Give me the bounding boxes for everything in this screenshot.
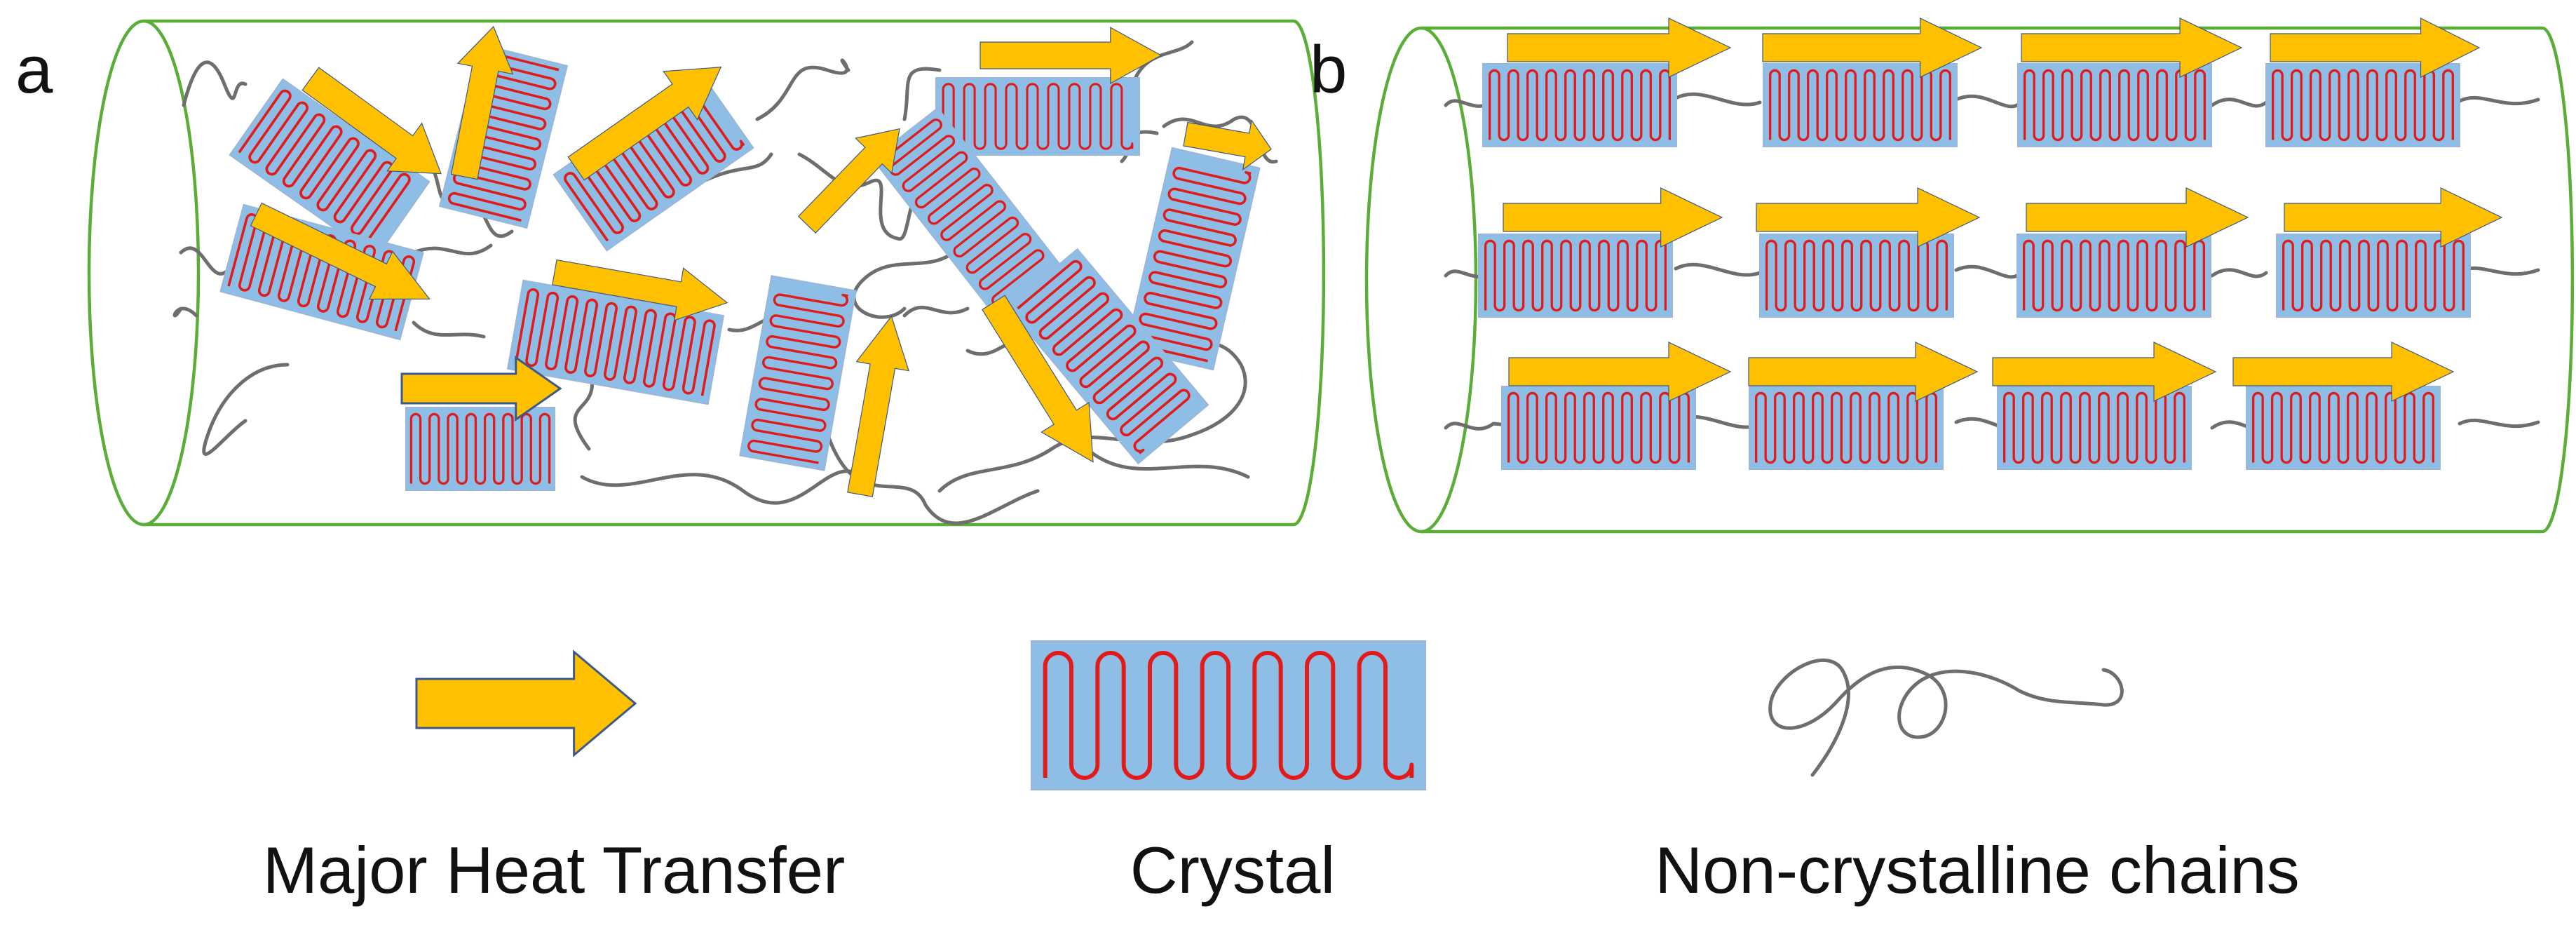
heat-arrow-a-11 bbox=[400, 356, 562, 422]
legend-heat-transfer-label: Major Heat Transfer bbox=[262, 833, 846, 907]
chain-a-12 bbox=[699, 152, 773, 184]
heat-arrow-a-9 bbox=[847, 315, 909, 497]
chain-a-9 bbox=[580, 469, 865, 505]
heat-arrow-b-r3-c3 bbox=[1992, 342, 2217, 402]
legend-crystal-icon bbox=[1031, 640, 1426, 790]
chain-a-22 bbox=[1134, 40, 1194, 79]
crystal-b-r1-c2 bbox=[1763, 63, 1958, 147]
heat-arrow-a-7 bbox=[797, 128, 900, 234]
heat-arrow-a-5 bbox=[250, 202, 431, 300]
heat-arrow-b-r3-c1 bbox=[1508, 342, 1732, 402]
chain-a-7 bbox=[202, 363, 290, 456]
crystal-b-r2-c1 bbox=[1478, 234, 1673, 318]
chain-a-2 bbox=[179, 246, 233, 276]
chain-a-16 bbox=[902, 67, 942, 121]
chain-a-21 bbox=[937, 328, 1247, 493]
heat-arrow-b-r1-c4 bbox=[2270, 18, 2481, 78]
chain-a-13 bbox=[755, 58, 850, 121]
chain-a-6 bbox=[412, 321, 486, 339]
crystal-a-11 bbox=[405, 407, 555, 491]
crystal-b-r3-c4 bbox=[2246, 386, 2441, 470]
crystal-b-r2-c4 bbox=[2276, 234, 2471, 318]
heat-arrow-a-1 bbox=[301, 67, 442, 175]
chain-a-5 bbox=[412, 243, 493, 256]
crystal-a-4 bbox=[935, 77, 1140, 156]
heat-arrow-b-r1-c3 bbox=[2021, 18, 2243, 78]
crystal-a-9 bbox=[739, 275, 857, 471]
legend-crystal-label: Crystal bbox=[1130, 833, 1336, 907]
heat-arrow-a-8 bbox=[1183, 119, 1272, 171]
crystal-a-8 bbox=[1125, 147, 1261, 371]
chain-a-3 bbox=[172, 306, 198, 318]
crystal-b-r1-c4 bbox=[2265, 63, 2460, 147]
chain-b-row-2 bbox=[1444, 262, 2540, 279]
heat-arrow-a-6 bbox=[552, 259, 728, 321]
chain-a-18 bbox=[902, 306, 970, 318]
heat-arrow-b-r3-c2 bbox=[1748, 342, 1979, 402]
heat-arrow-b-r1-c2 bbox=[1762, 18, 1983, 78]
crystal-b-r3-c3 bbox=[1997, 386, 2192, 470]
crystal-b-r1-c3 bbox=[2017, 63, 2212, 147]
chain-b-row-1 bbox=[1444, 92, 2540, 109]
heat-arrow-b-r2-c4 bbox=[2284, 187, 2503, 248]
heat-arrow-a-2 bbox=[450, 25, 514, 180]
chain-a-1 bbox=[182, 60, 248, 107]
heat-arrow-a-3 bbox=[567, 67, 722, 181]
crystal-b-r2-c3 bbox=[2016, 234, 2211, 318]
legend-heat-arrow-icon bbox=[415, 649, 637, 757]
heat-arrow-b-r2-c2 bbox=[1756, 187, 1981, 248]
legend-chain-icon bbox=[1768, 658, 2124, 777]
cylinder-b bbox=[1364, 26, 2575, 534]
heat-arrow-b-r2-c1 bbox=[1503, 187, 1723, 248]
chain-b-row-3 bbox=[1444, 414, 2540, 431]
chain-a-24 bbox=[1085, 447, 1250, 479]
heat-arrow-b-r3-c4 bbox=[2232, 342, 2455, 402]
cylinder-a bbox=[87, 19, 1326, 527]
heat-arrow-a-10 bbox=[982, 295, 1094, 463]
panel-label-a: a bbox=[15, 32, 53, 107]
heat-arrow-b-r2-c3 bbox=[2026, 187, 2249, 248]
crystal-a-1 bbox=[229, 78, 431, 259]
crystal-a-10 bbox=[1006, 248, 1209, 465]
crystal-b-r2-c2 bbox=[1759, 234, 1954, 318]
crystal-b-r1-c1 bbox=[1482, 63, 1677, 147]
panel-label-b: b bbox=[1310, 32, 1348, 107]
crystal-a-6 bbox=[506, 279, 725, 405]
crystal-b-r3-c1 bbox=[1501, 386, 1696, 470]
heat-arrow-b-r1-c1 bbox=[1507, 18, 1732, 78]
chain-a-17 bbox=[852, 250, 956, 319]
legend-chains-label: Non-crystalline chains bbox=[1655, 833, 2300, 907]
heat-arrow-a-4 bbox=[979, 27, 1162, 84]
crystal-b-r3-c2 bbox=[1749, 386, 1944, 470]
